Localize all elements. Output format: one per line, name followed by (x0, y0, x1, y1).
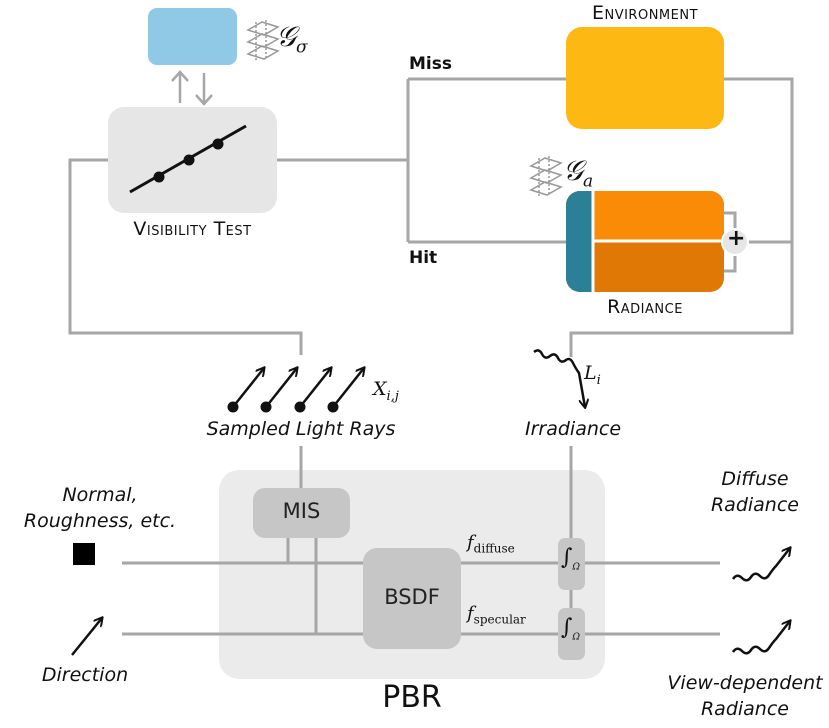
sampled-light-rays-label: Sampled Light Rays (206, 418, 396, 440)
sum-node (721, 228, 749, 256)
diffuse-radiance-icon (731, 548, 790, 582)
normal-label-line1: Normal, (62, 484, 138, 506)
integral-diffuse-node (558, 538, 585, 590)
bsdf-node (363, 548, 461, 649)
viewdep-label-line2: Radiance (700, 698, 789, 720)
f-diffuse-symbol: fdiffuse (467, 532, 515, 556)
f-specular-symbol: fspecular (467, 603, 526, 627)
normal-square-icon (73, 543, 95, 565)
sampled-rays-icon (232, 368, 364, 408)
mis-label: MIS (282, 499, 321, 523)
sampled-rays-dots (227, 401, 339, 413)
ray-line-icon (129, 124, 247, 194)
integral-specular-node (558, 608, 585, 660)
l-i-symbol: Li (584, 362, 601, 388)
mis-node (253, 488, 350, 538)
g-a-symbol: 𝒢a (563, 154, 594, 192)
irradiance-label: Irradiance (524, 418, 622, 440)
grid-icon (529, 156, 563, 198)
miss-label: Miss (409, 54, 452, 74)
direction-label: Direction (41, 664, 129, 686)
diffuse-label-line2: Radiance (710, 494, 799, 516)
connectors (68, 77, 794, 636)
radiance-label: Radiance (607, 296, 683, 318)
grid-icon (246, 20, 280, 62)
radiance-node (566, 191, 724, 292)
g-sigma-symbol: 𝒢σ (276, 20, 308, 58)
irradiance-icon (533, 349, 585, 407)
viewdep-label-line1: View-dependent (667, 672, 823, 694)
diffuse-label-line1: Diffuse (721, 468, 789, 490)
direction-arrow-icon (71, 618, 102, 656)
pbr-label: PBR (382, 680, 442, 715)
x-ij-symbol: Xi,j (373, 378, 399, 404)
density-grid-node (148, 8, 237, 65)
integral-specular-symbol: ∫Ω (561, 615, 580, 643)
plus-symbol: + (727, 226, 746, 251)
environment-node (566, 27, 724, 129)
view-dependent-radiance-icon (731, 621, 790, 655)
integral-diffuse-symbol: ∫Ω (561, 545, 580, 573)
exchange-arrows (171, 70, 213, 106)
normal-label-line2: Roughness, etc. (23, 510, 177, 532)
bsdf-label: BSDF (384, 585, 440, 609)
environment-label: Environment (591, 2, 699, 24)
hit-label: Hit (409, 248, 438, 268)
visibility-test-label: Visibility Test (133, 218, 252, 240)
